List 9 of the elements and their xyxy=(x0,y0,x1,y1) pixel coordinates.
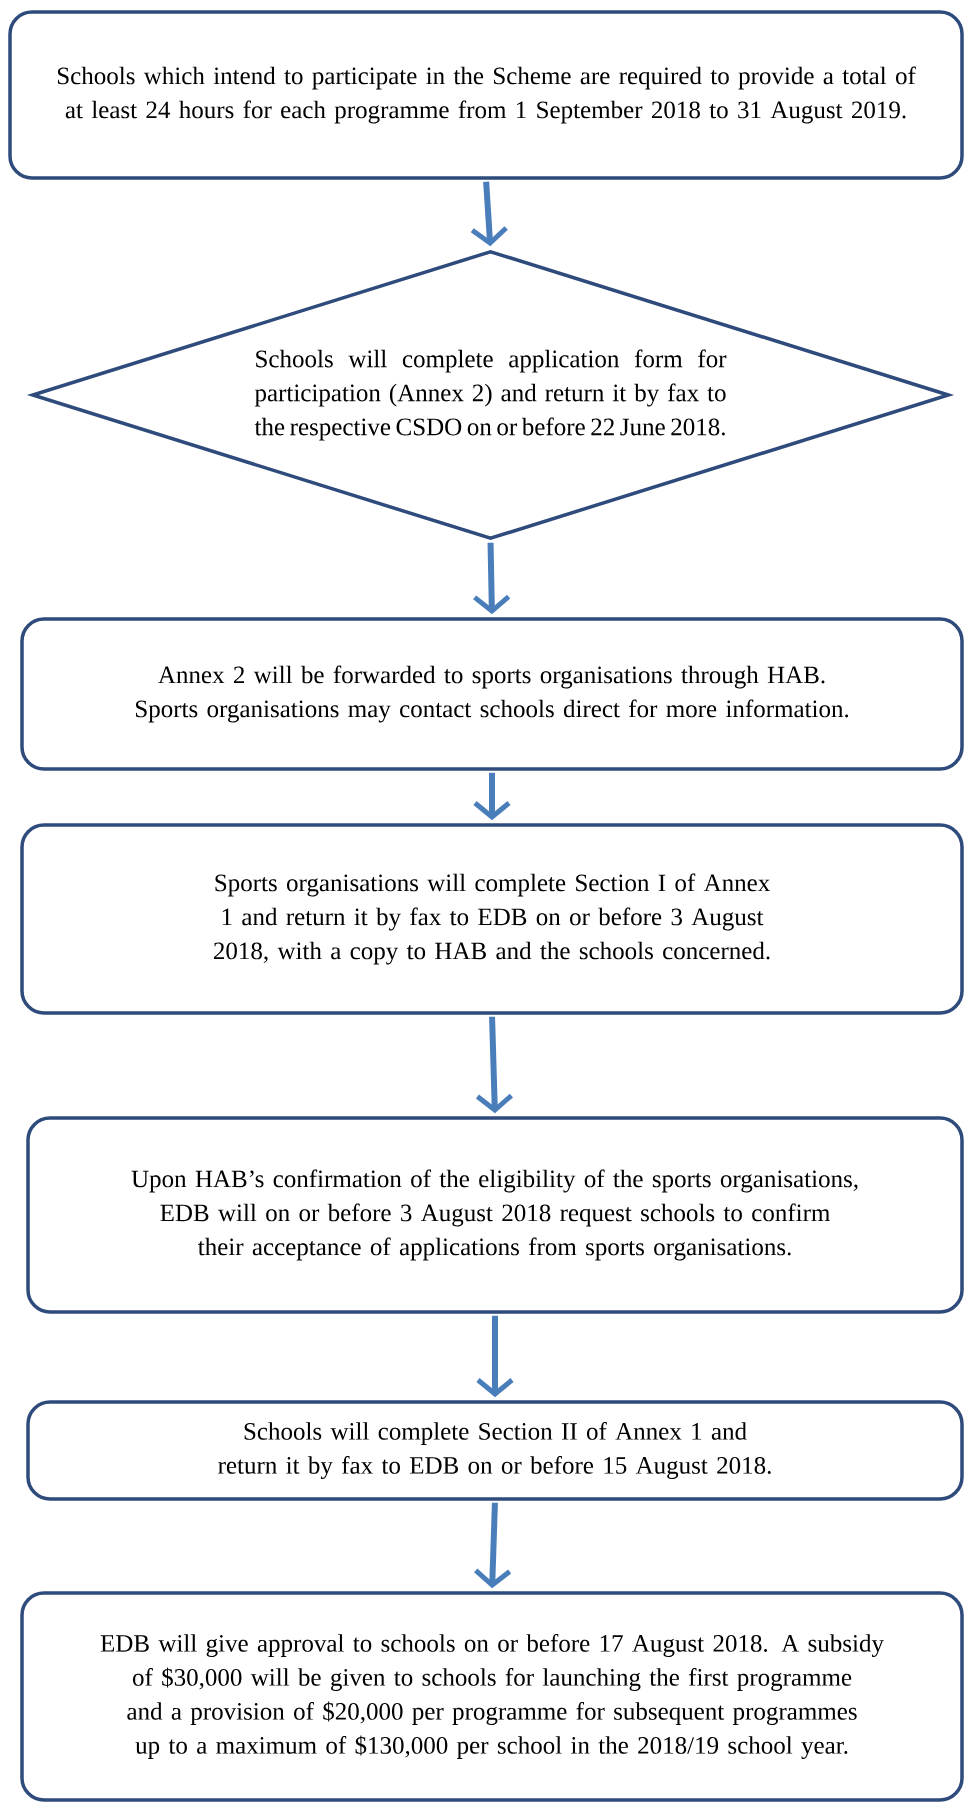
arrow xyxy=(474,1502,512,1589)
arrow xyxy=(476,1315,514,1398)
process-box: Sports organisations will complete Section I of Annex 1 and return it by fax to EDB on or before 3 August 2018, with a copy to HAB and the schools concerned. xyxy=(20,823,964,1015)
process-box: Upon HAB’s confirmation of the eligibility of the sports organisations, EDB will on or before 3 August 2018 request schools to confirm their acceptance of applications from sports organisations. xyxy=(26,1116,964,1314)
process-box: EDB will give approval to schools on or before 17 August 2018. A subsidy of $30,000 will be given to schools for launching the first programme and a provision of $20,000 per programme for subsequent programmes up to a maximum of $130,000 per school in the 2018/19 school year. xyxy=(20,1591,964,1802)
process-box: Schools which intend to participate in the Scheme are required to provide a total of at least 24 hours for each programme from 1 September 2018 to 31 August 2019. xyxy=(8,10,964,180)
process-box: Annex 2 will be forwarded to sports organisations through HAB. Sports organisations may contact schools direct for more information. xyxy=(20,617,964,771)
process-box: Schools will complete Section II of Annex 1 and return it by fax to EDB on or before 15 August 2018. xyxy=(26,1400,964,1501)
arrow xyxy=(475,1016,514,1114)
